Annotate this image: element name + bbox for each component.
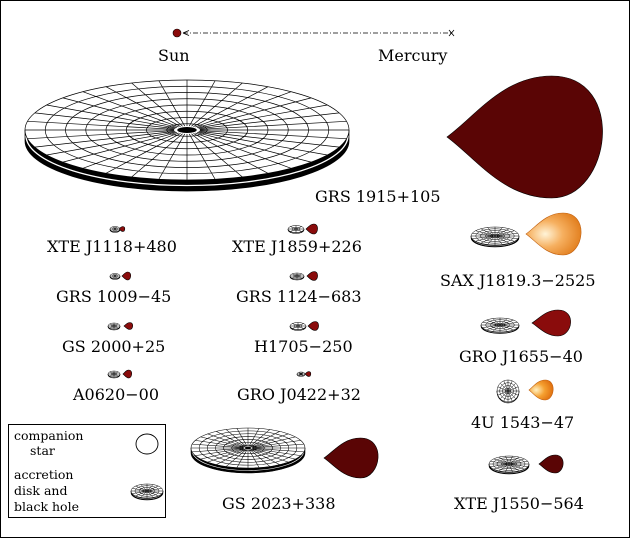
legend: companion star accretion disk and black …	[8, 424, 166, 518]
mercury-label: Mercury	[378, 46, 448, 65]
accretion-disk-grs1124	[289, 272, 305, 281]
companion-star-grs1124	[306, 271, 318, 281]
arrow-left-icon	[182, 30, 190, 36]
accretion-disk-h1705	[289, 322, 307, 331]
companion-star-grs1915	[446, 75, 603, 199]
system-label-xtej1859: XTE J1859+226	[232, 237, 362, 256]
sun-dot	[172, 28, 182, 38]
system-label-grs1009: GRS 1009−45	[56, 287, 172, 306]
accretion-disk-gs2023	[190, 427, 306, 474]
legend-companion-star-icon	[135, 433, 159, 455]
system-label-xtej1550: XTE J1550−564	[454, 494, 584, 513]
sun-mercury-scale	[172, 28, 455, 38]
companion-star-4u1543	[528, 379, 554, 401]
system-label-4u1543: 4U 1543−47	[471, 413, 575, 432]
accretion-disk-saxj1819	[470, 226, 520, 248]
legend-companion-line1: companion	[14, 428, 84, 443]
system-label-grs1124: GRS 1124−683	[236, 287, 362, 306]
legend-disk-drawing	[130, 483, 164, 501]
accretion-disk-xtej1859	[287, 225, 305, 234]
companion-star-xtej1859	[305, 223, 318, 235]
legend-disk-line3: black hole	[14, 499, 79, 514]
system-label-groj0422: GRO J0422+32	[237, 385, 361, 404]
companion-star-xtej1550	[538, 454, 564, 474]
companion-star-gs2000	[123, 322, 133, 330]
accretion-disk-groj1655	[480, 317, 520, 334]
accretion-disk-a0620	[107, 370, 121, 379]
accretion-disk-gs2000	[107, 322, 121, 331]
legend-accretion-disk-icon	[130, 483, 164, 501]
companion-star-gs2023	[323, 437, 379, 479]
accretion-disk-grs1009	[109, 273, 121, 280]
accretion-disk-xtej1550	[488, 455, 530, 475]
companion-star-groj1655	[531, 309, 571, 337]
system-label-a0620: A0620−00	[73, 385, 160, 404]
companion-star-grs1009	[121, 271, 131, 281]
system-label-grs1915: GRS 1915+105	[315, 187, 441, 206]
sun-label: Sun	[158, 46, 190, 65]
accretion-disk-grs1915	[24, 79, 350, 192]
companion-star-groj0422	[304, 371, 312, 377]
system-label-saxj1819: SAX J1819.3−2525	[440, 271, 596, 290]
companion-star-saxj1819	[525, 212, 582, 256]
accretion-disk-4u1543	[496, 379, 520, 404]
accretion-disk-groj0422	[296, 371, 306, 377]
system-label-groj1655: GRO J1655−40	[459, 347, 583, 366]
companion-star-a0620	[122, 369, 132, 379]
mercury-cross-icon	[448, 29, 455, 37]
system-label-xtej1118: XTE J1118+480	[47, 237, 177, 256]
system-label-gs2000: GS 2000+25	[62, 337, 166, 356]
legend-disk-line2: disk and	[14, 483, 68, 498]
accretion-disk-xtej1118	[109, 226, 121, 233]
system-label-h1705: H1705−250	[254, 337, 353, 356]
legend-disk-line1: accretion	[14, 467, 74, 482]
system-label-gs2023: GS 2023+338	[222, 494, 336, 513]
legend-companion-line2: star	[30, 443, 55, 458]
companion-star-h1705	[307, 321, 319, 331]
companion-star-xtej1118	[118, 226, 126, 232]
